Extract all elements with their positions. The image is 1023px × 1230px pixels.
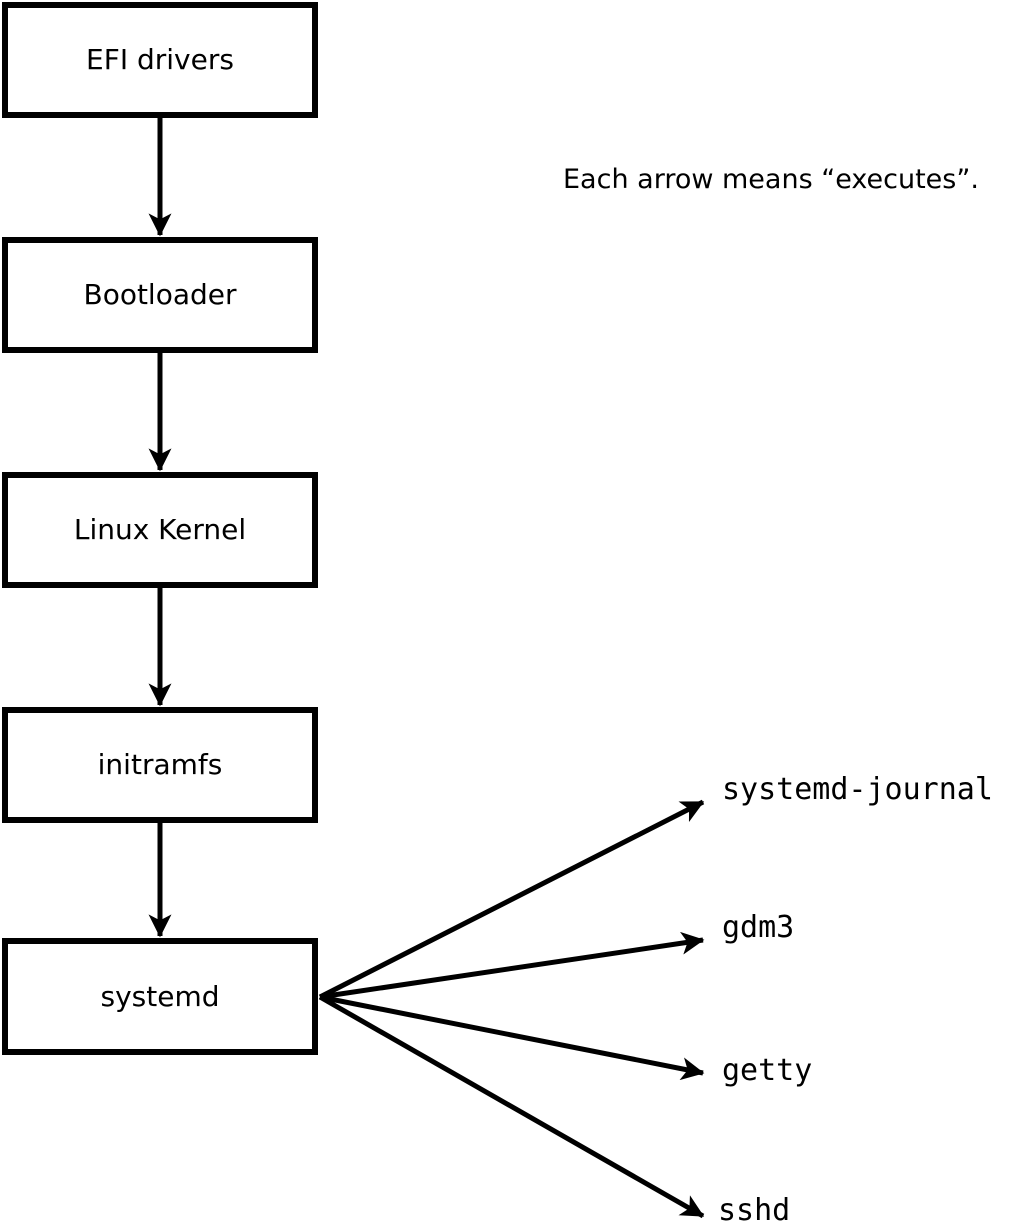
- leaf-label-getty: getty: [722, 1053, 813, 1088]
- leaf-label-systemd-journal: systemd-journal: [722, 772, 993, 807]
- edge-systemd-to-sshd: [318, 994, 705, 1219]
- legend-note: Each arrow means “executes”.: [563, 164, 979, 195]
- node-label-bootloader: Bootloader: [83, 278, 237, 311]
- edge-systemd-to-getty: [319, 994, 705, 1081]
- node-systemd[interactable]: systemd: [2, 938, 318, 1055]
- node-label-initramfs: initramfs: [97, 748, 223, 781]
- node-efi-drivers[interactable]: EFI drivers: [2, 2, 318, 118]
- fan-edges: [318, 799, 705, 1219]
- leaf-label-gdm3: gdm3: [722, 910, 795, 945]
- edge-systemd-to-gdm3: [319, 931, 705, 1000]
- leaf-label-sshd: sshd: [718, 1193, 791, 1228]
- node-bootloader[interactable]: Bootloader: [2, 237, 318, 353]
- node-linux-kernel[interactable]: Linux Kernel: [2, 472, 318, 588]
- node-label-systemd: systemd: [100, 979, 220, 1013]
- node-label-linux-kernel: Linux Kernel: [73, 513, 247, 546]
- node-initramfs[interactable]: initramfs: [2, 707, 318, 823]
- edge-systemd-to-systemd-journal: [318, 799, 705, 1000]
- node-label-efi-drivers: EFI drivers: [86, 43, 234, 76]
